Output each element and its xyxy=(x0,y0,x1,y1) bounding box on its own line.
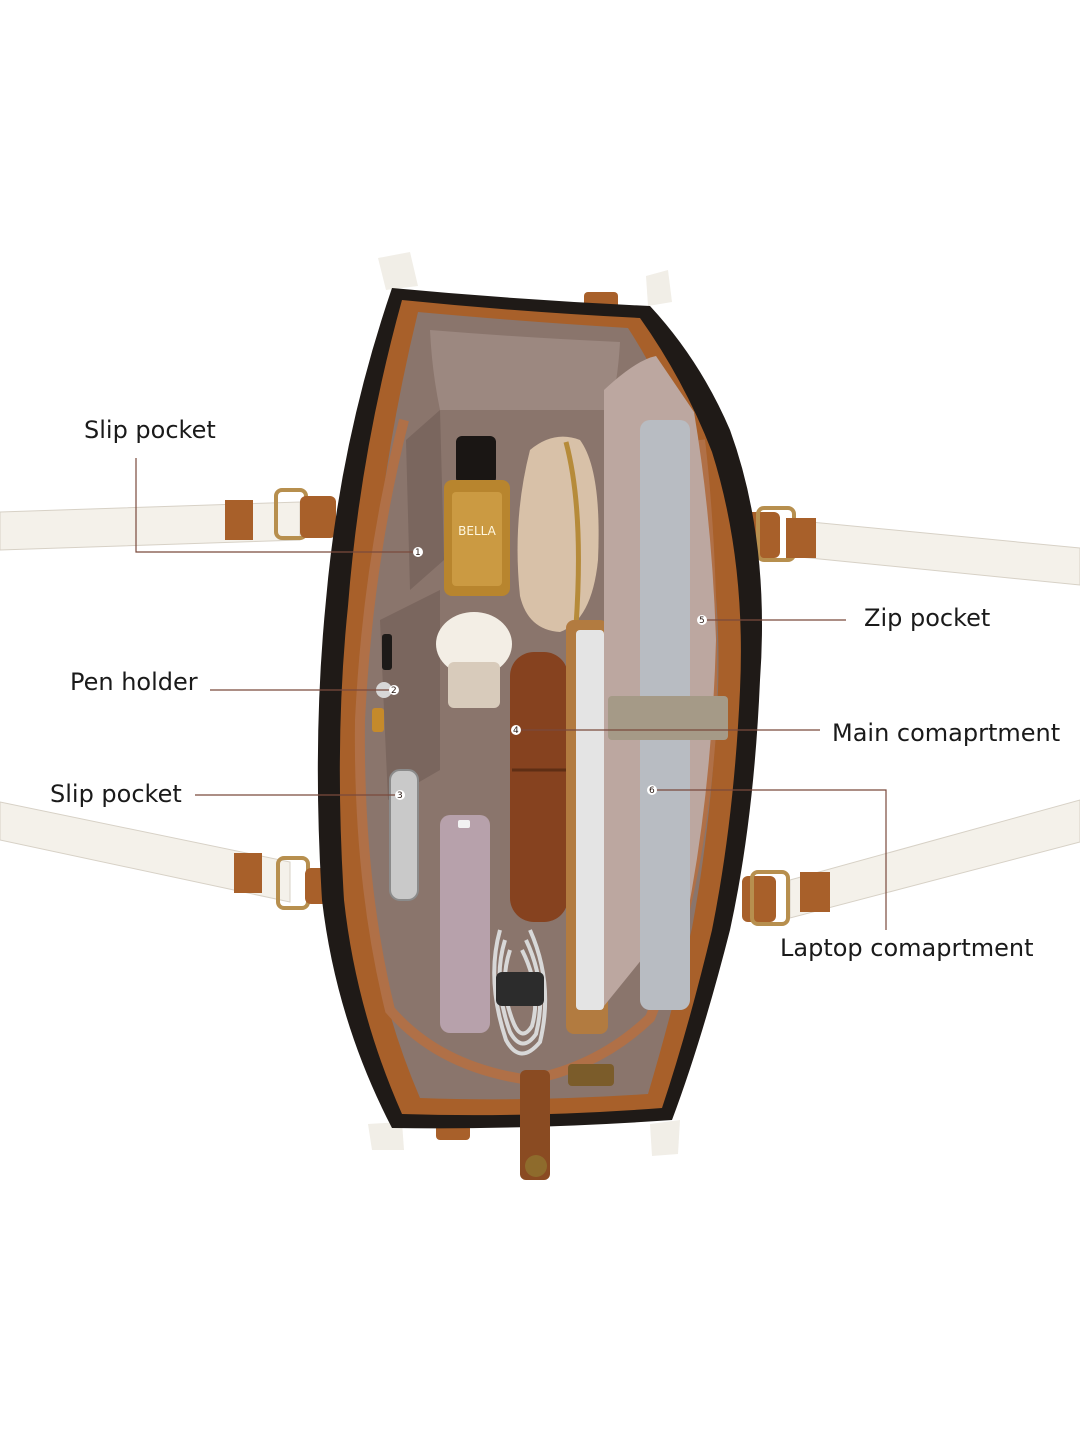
leader-lines xyxy=(135,458,887,930)
pen-holder-label: Pen holder xyxy=(70,668,198,696)
left-straps xyxy=(0,488,341,910)
marker-2: 2 xyxy=(391,686,397,696)
marker-3: 3 xyxy=(397,791,403,801)
corner-feet xyxy=(368,252,680,1156)
smartphone xyxy=(389,769,419,901)
marker-6: 6 xyxy=(649,786,655,796)
laptop-compartment-label: Laptop comaprtment xyxy=(780,934,1034,962)
perfume-label: BELLA xyxy=(458,524,496,538)
slip-pocket-top-label: Slip pocket xyxy=(84,416,216,444)
markers: 1 2 3 4 5 6 xyxy=(389,547,707,801)
marker-1: 1 xyxy=(415,548,421,558)
right-straps xyxy=(742,506,1080,926)
elastic-strap xyxy=(608,696,728,740)
lining-back-panel xyxy=(430,330,620,410)
marker-4: 4 xyxy=(513,726,519,736)
main-compartment-label: Main comaprtment xyxy=(832,719,1061,747)
cream-jar xyxy=(436,612,512,708)
cosmetic-pouch xyxy=(517,436,599,632)
perfume-bottle xyxy=(444,436,510,596)
power-bank xyxy=(440,815,490,1033)
marker-5: 5 xyxy=(699,616,705,626)
pen-case xyxy=(510,652,568,922)
slip-pocket-bottom-label: Slip pocket xyxy=(50,780,182,808)
zip-pocket-label: Zip pocket xyxy=(864,604,991,632)
